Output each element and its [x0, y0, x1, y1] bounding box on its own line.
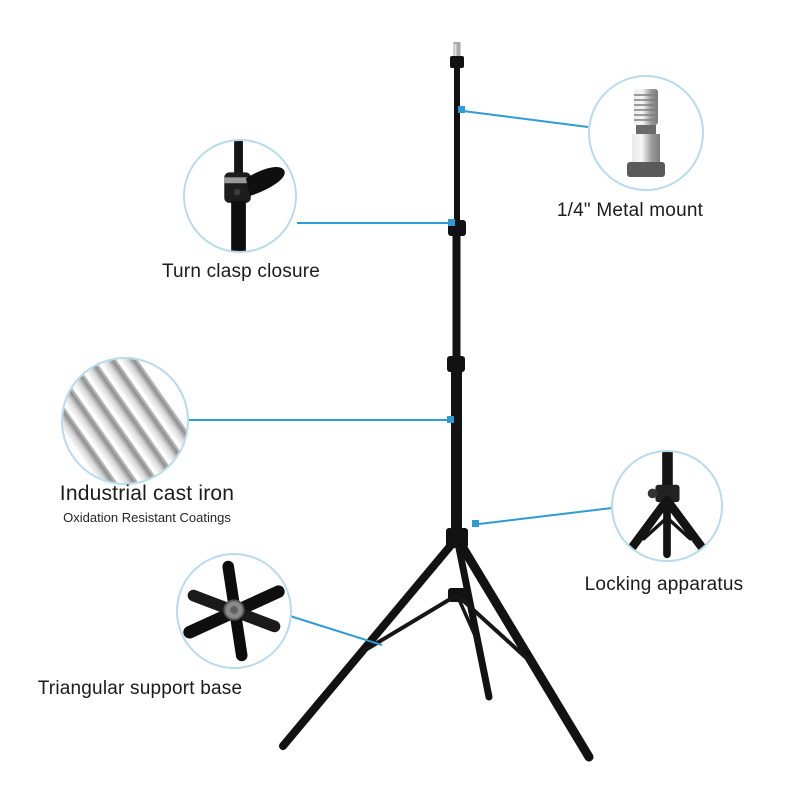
stand-spigot-icon	[453, 42, 461, 58]
locking-apparatus-photo	[611, 450, 723, 562]
connector-support-base	[289, 615, 383, 646]
callout-connectors	[189, 106, 613, 646]
metal-mount-photo	[588, 75, 704, 191]
connector-metal-mount	[462, 110, 589, 128]
metal-mount-icon	[627, 89, 665, 177]
turn-clasp-label: Turn clasp closure	[161, 261, 321, 282]
cast-iron-rods-icon	[63, 359, 187, 483]
cast-iron-photo	[61, 357, 189, 485]
support-base-photo	[176, 553, 292, 669]
stand-braces	[360, 593, 535, 666]
turn-clasp-icon	[224, 141, 285, 251]
cast-iron-sublabel: Oxidation Resistant Coatings	[63, 510, 231, 525]
stand-clamp-knob-lower	[447, 356, 465, 372]
metal-mount-label: 1/4" Metal mount	[556, 200, 704, 221]
turn-clasp-photo	[183, 139, 297, 253]
locking-apparatus-label: Locking apparatus	[584, 574, 744, 595]
stand-legs	[279, 533, 594, 762]
connector-locking	[478, 507, 613, 525]
support-base-label: Triangular support base	[37, 678, 243, 699]
cast-iron-label: Industrial cast iron	[59, 482, 235, 505]
locking-apparatus-icon	[624, 452, 710, 559]
support-base-icon	[183, 560, 285, 662]
stand-pole	[446, 42, 468, 602]
